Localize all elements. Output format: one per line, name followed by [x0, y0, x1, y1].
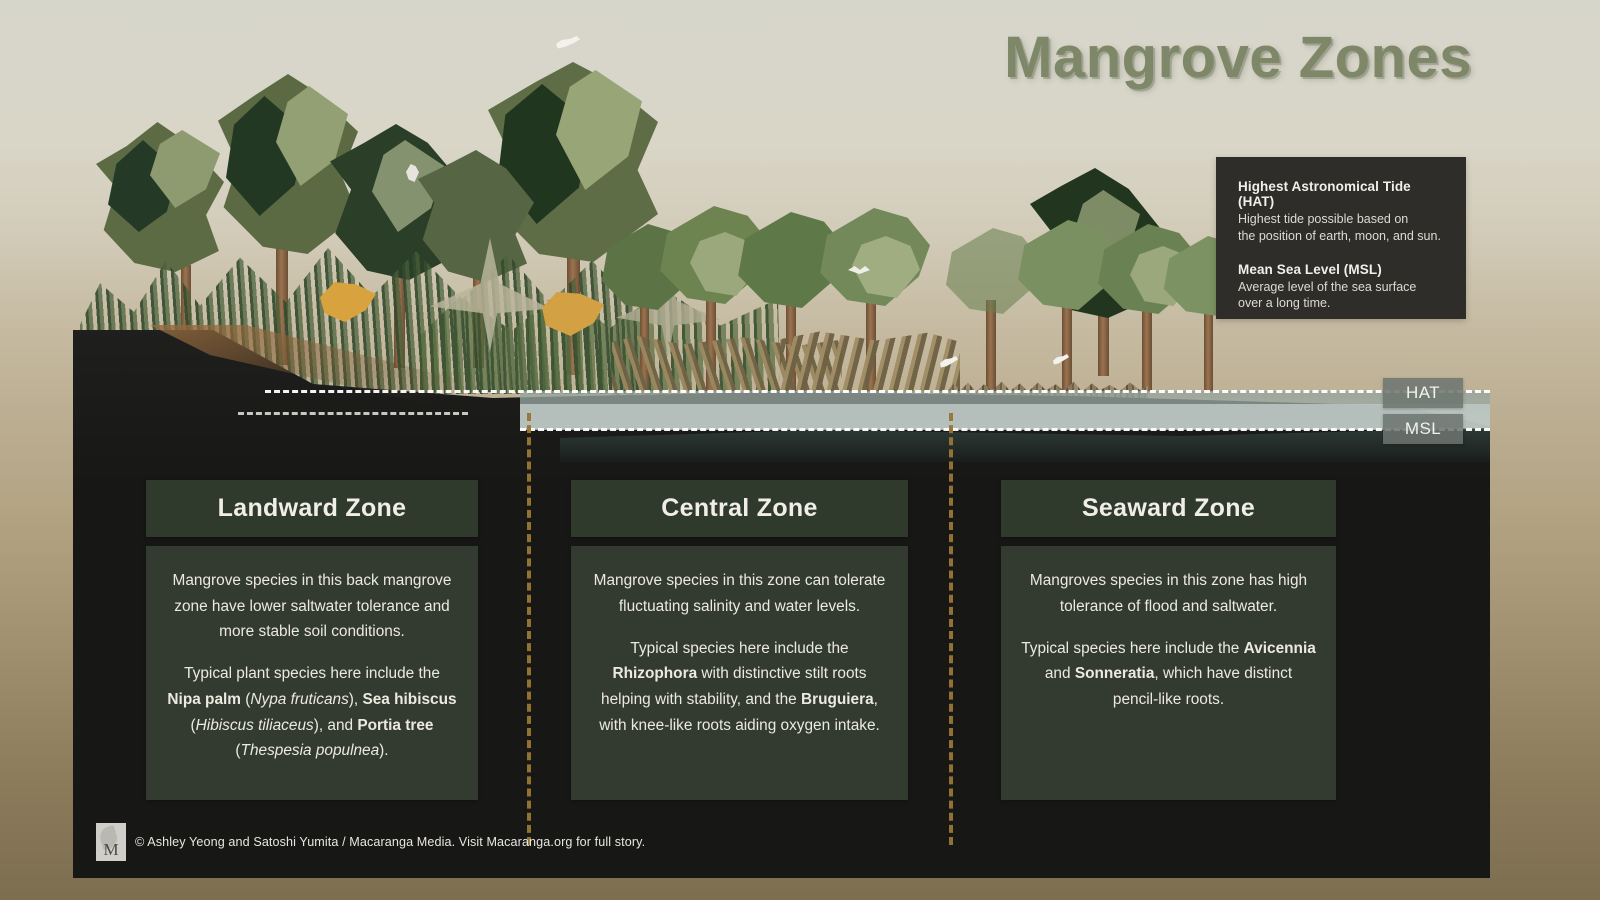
zone-title-central: Central Zone [571, 480, 908, 537]
legend-spacer [1238, 245, 1446, 262]
tide-legend-box: Highest Astronomical Tide (HAT) Highest … [1216, 157, 1466, 319]
legend-term-msl: Mean Sea Level (MSL) [1238, 261, 1382, 277]
zone-title-landward: Landward Zone [146, 480, 478, 537]
zone-panel-central: Central Zone Mangrove species in this zo… [571, 480, 908, 800]
zone-panel-seaward: Seaward Zone Mangroves species in this z… [1001, 480, 1336, 800]
stilt-roots-2 [780, 331, 960, 396]
zone-paragraph-2: Typical species here include the Rhizoph… [599, 639, 880, 734]
legend-desc-msl-line2: over a long time. [1238, 296, 1331, 311]
zone-body-central: Mangrove species in this zone can tolera… [571, 546, 908, 800]
legend-desc-msl-line1: Average level of the sea surface [1238, 279, 1417, 294]
zone-body-seaward: Mangroves species in this zone has high … [1001, 546, 1336, 800]
hat-tag: HAT [1383, 378, 1463, 408]
zone-panel-landward: Landward Zone Mangrove species in this b… [146, 480, 478, 800]
page-title: Mangrove Zones [1004, 25, 1472, 90]
legend-term-hat: Highest Astronomical Tide (HAT) [1238, 179, 1411, 209]
zone-paragraph-2: Typical species here include the Avicenn… [1021, 639, 1316, 709]
zone-paragraph-1: Mangrove species in this zone can tolera… [593, 572, 886, 615]
logo-letter: M [103, 840, 119, 859]
zone-title-seaward: Seaward Zone [1001, 480, 1336, 537]
macaranga-logo: M [96, 823, 126, 861]
legend-desc-hat-line1: Highest tide possible based on [1238, 212, 1409, 226]
credit-block: M © Ashley Yeong and Satoshi Yumita / Ma… [96, 823, 645, 861]
legend-desc-hat-line2: the position of earth, moon, and sun. [1238, 228, 1441, 243]
msl-tag: MSL [1383, 414, 1463, 444]
credit-text: © Ashley Yeong and Satoshi Yumita / Maca… [135, 835, 646, 849]
zone-paragraph-1: Mangrove species in this back mangrove z… [172, 572, 452, 641]
zone-paragraph-2: Typical plant species here include the N… [167, 665, 457, 760]
zone-paragraph-1: Mangroves species in this zone has high … [1029, 572, 1308, 615]
zone-body-landward: Mangrove species in this back mangrove z… [146, 546, 478, 800]
